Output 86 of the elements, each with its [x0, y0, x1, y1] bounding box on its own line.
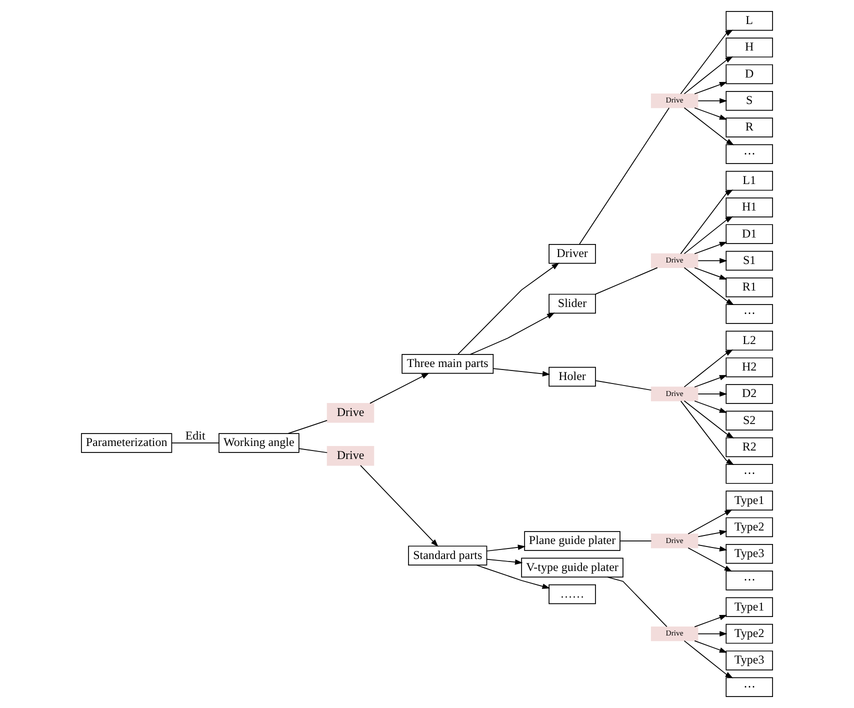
node-box: Drive: [326, 446, 374, 466]
node-box: Drive: [326, 403, 374, 423]
node-box: Driver: [548, 244, 596, 264]
arrow: [698, 391, 728, 397]
arrow: [698, 258, 728, 264]
node-box: Three main parts: [402, 354, 494, 374]
node-box: ⋯: [726, 570, 773, 590]
node-box: ⋯: [726, 677, 773, 697]
arrow: [698, 98, 728, 104]
arrow: [684, 107, 734, 146]
arrow: [684, 400, 734, 438]
arrow: [486, 558, 523, 565]
arrow: [694, 242, 728, 254]
arrow: [688, 547, 732, 572]
node-box: S1: [726, 250, 773, 271]
connector: [595, 380, 652, 391]
node-box: Holer: [548, 366, 596, 387]
arrow: [470, 312, 555, 355]
arrow: [694, 400, 728, 413]
node-box: R: [726, 118, 773, 138]
arrow: [370, 372, 430, 404]
connector: [579, 107, 670, 245]
node-box: ……: [548, 584, 596, 604]
node-box: Working angle: [218, 433, 300, 453]
node-box: Slider: [548, 294, 596, 314]
arrow: [684, 350, 734, 388]
node-box: L2: [726, 330, 773, 351]
connector: [172, 442, 220, 444]
node-box: ⋯: [726, 304, 773, 324]
arrow: [476, 564, 550, 589]
arrow: [492, 368, 550, 376]
arrow: [458, 262, 560, 355]
node-box: S: [726, 90, 773, 111]
node-box: Standard parts: [408, 546, 488, 566]
node-box: Type1: [726, 490, 773, 510]
node-box: V-type guide plater: [521, 558, 624, 578]
node-box: Drive: [650, 626, 698, 642]
node-box: Type2: [726, 517, 773, 538]
connector: [595, 267, 658, 295]
arrow: [694, 375, 728, 388]
arrow: [680, 30, 734, 94]
arrow: [698, 631, 728, 637]
node-box: H1: [726, 198, 773, 218]
node-box: Type3: [726, 544, 773, 564]
node-box: D: [726, 64, 773, 84]
node-box: Drive: [650, 94, 698, 108]
node-box: L: [726, 11, 773, 31]
arrow: [694, 107, 728, 120]
connector: [288, 420, 328, 434]
arrow: [698, 530, 728, 538]
arrow: [694, 640, 728, 653]
node-box: Type1: [726, 597, 773, 618]
connector: [620, 540, 652, 542]
arrow: [684, 267, 734, 306]
arrow: [360, 465, 438, 547]
arrow: [680, 190, 734, 254]
arrow: [698, 544, 728, 552]
node-box: H2: [726, 357, 773, 378]
connector: [298, 448, 328, 454]
node-box: Drive: [650, 253, 698, 268]
node-box: D1: [726, 224, 773, 244]
node-box: R1: [726, 278, 773, 298]
arrow: [680, 400, 734, 466]
node-box: S2: [726, 410, 773, 430]
arrow: [694, 82, 728, 94]
node-box: ⋯: [726, 464, 773, 484]
node-box: ⋯: [726, 144, 773, 164]
arrow: [684, 216, 734, 254]
node-box: Plane guide plater: [524, 531, 620, 551]
node-box: Parameterization: [81, 433, 172, 453]
node-box: Type2: [726, 624, 773, 644]
edge-label: Edit: [185, 428, 206, 443]
node-box: Drive: [650, 534, 698, 548]
connector: [607, 576, 668, 628]
arrow: [688, 509, 732, 534]
node-box: H: [726, 38, 773, 58]
arrow: [684, 640, 734, 678]
node-box: D2: [726, 384, 773, 404]
node-box: L1: [726, 170, 773, 191]
arrow: [486, 544, 526, 552]
node-box: R2: [726, 437, 773, 458]
arrow: [684, 56, 734, 94]
arrow: [694, 614, 728, 628]
node-box: Type3: [726, 650, 773, 670]
arrow: [694, 267, 728, 280]
node-box: Drive: [650, 386, 698, 402]
